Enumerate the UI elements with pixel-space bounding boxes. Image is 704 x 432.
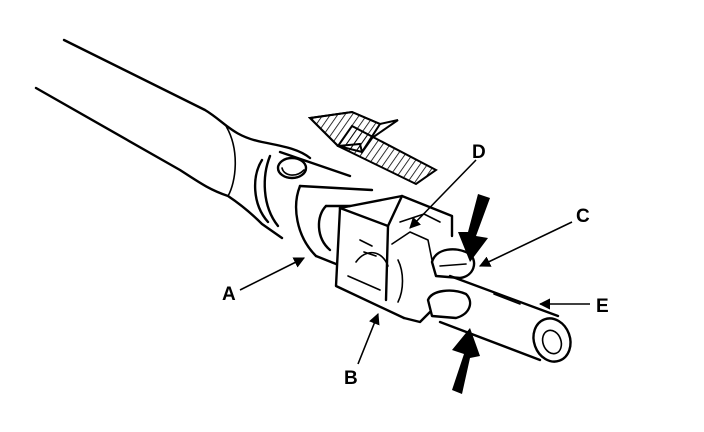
hose-collar: [253, 150, 352, 228]
callout-label-e: E: [596, 296, 609, 317]
leader-lines: [239, 159, 590, 365]
push-direction-arrow: [307, 110, 438, 186]
connector-body-a: [294, 184, 374, 266]
retainer-latch-c: [426, 248, 476, 320]
squeeze-arrows: [452, 194, 490, 394]
squeeze-arrow-bottom: [452, 328, 480, 394]
hose: [34, 38, 312, 240]
squeeze-arrow-top: [458, 194, 490, 262]
callout-label-b: B: [344, 368, 358, 389]
callout-label-a: A: [222, 284, 236, 305]
callout-label-c: C: [576, 206, 590, 227]
fuel-pipe-e: [438, 274, 572, 363]
connector-housing-b: [334, 194, 454, 324]
callout-label-d: D: [472, 142, 486, 163]
